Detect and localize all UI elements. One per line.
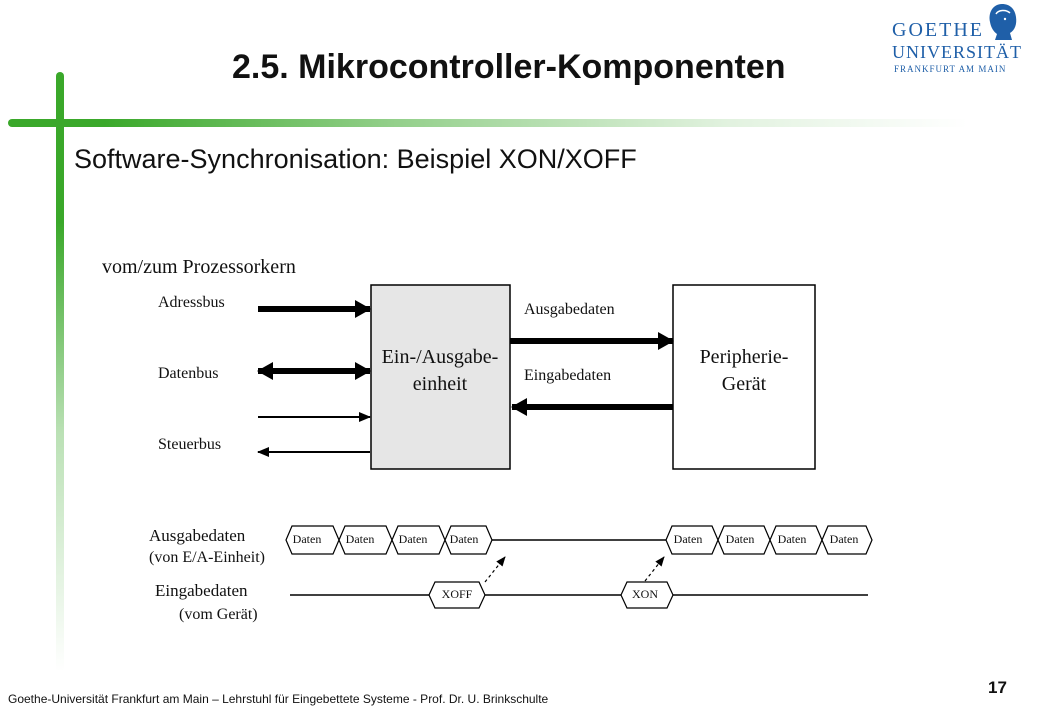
bus-label-datenbus: Datenbus	[158, 365, 218, 382]
decor-horizontal-bar	[8, 119, 968, 127]
io-unit-label-2: einheit	[413, 373, 468, 395]
out-packet-label: Daten	[399, 532, 428, 546]
in-data-label: Eingabedaten	[524, 367, 611, 384]
out-packet: Daten	[665, 525, 719, 555]
out-packet: Daten	[444, 525, 493, 555]
device-label-2: Gerät	[722, 373, 767, 395]
out-data-label: Ausgabedaten	[524, 301, 615, 318]
goethe-portrait-icon	[989, 4, 1017, 40]
xoff-effect-arrow	[484, 556, 506, 583]
out-packet-label: Daten	[674, 532, 703, 546]
logo-line-1: GOETHE	[892, 19, 984, 41]
out-packet: Daten	[769, 525, 823, 555]
timing-out-sublabel: (von E/A-Einheit)	[149, 549, 265, 566]
timing-out-label: Ausgabedaten	[149, 526, 246, 545]
timing-in-label: Eingabedaten	[155, 581, 248, 600]
page-number: 17	[988, 678, 1007, 697]
university-logo: GOETHE UNIVERSITÄT FRANKFURT AM MAIN	[892, 4, 1022, 74]
out-packet-label: Daten	[778, 532, 807, 546]
io-unit-label-1: Ein-/Ausgabe-	[382, 346, 499, 368]
slide-subtitle: Software-Synchronisation: Beispiel XON/X…	[74, 144, 637, 174]
footer-text: Goethe-Universität Frankfurt am Main – L…	[8, 692, 549, 706]
in-packet-xon: XON	[620, 581, 674, 609]
decor-vertical-bar	[56, 72, 64, 672]
in-packet-xoff: XOFF	[428, 581, 486, 609]
out-packet: Daten	[717, 525, 771, 555]
slide-title: 2.5. Mikrocontroller-Komponenten	[232, 48, 786, 86]
io-unit-box	[370, 284, 511, 470]
out-packet-label: Daten	[830, 532, 859, 546]
out-packet-label: Daten	[450, 532, 479, 546]
out-packet: Daten	[338, 525, 393, 555]
source-label: vom/zum Prozessorkern	[102, 256, 296, 278]
out-packet: Daten	[391, 525, 446, 555]
bus-label-steuerbus: Steuerbus	[158, 436, 221, 453]
xon-effect-arrow	[644, 556, 665, 582]
out-packet-label: Daten	[726, 532, 755, 546]
timing-in-sublabel: (vom Gerät)	[179, 606, 258, 623]
in-packet-label: XON	[632, 587, 658, 601]
logo-line-2: UNIVERSITÄT	[892, 42, 1022, 62]
out-packet-label: Daten	[346, 532, 375, 546]
bus-label-adressbus: Adressbus	[158, 294, 225, 311]
out-packet-label: Daten	[293, 532, 322, 546]
device-box	[672, 284, 816, 470]
out-packet: Daten	[821, 525, 873, 555]
in-packet-label: XOFF	[442, 587, 473, 601]
out-packet: Daten	[285, 525, 340, 555]
device-label-1: Peripherie-	[700, 346, 789, 368]
logo-line-3: FRANKFURT AM MAIN	[894, 64, 1006, 74]
